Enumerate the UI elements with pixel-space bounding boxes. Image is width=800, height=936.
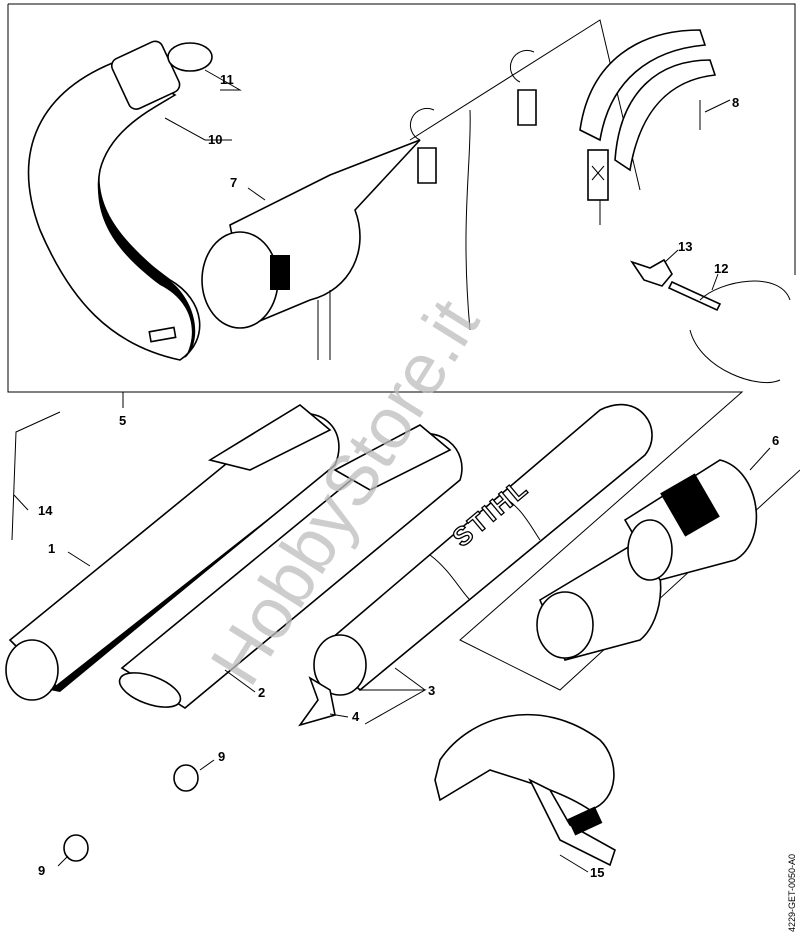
harness-strap-part [409, 19, 717, 331]
callouts: 11 10 7 8 13 12 5 6 14 1 2 3 4 9 9 15 [38, 72, 779, 880]
wing-screw-part [298, 676, 336, 727]
callout-13: 13 [678, 239, 692, 254]
callout-2: 2 [258, 685, 265, 700]
callout-10: 10 [208, 132, 222, 147]
callout-12: 12 [714, 261, 728, 276]
safety-glasses-part [434, 713, 616, 867]
callout-14: 14 [38, 503, 53, 518]
ring-9a-part [173, 764, 199, 792]
callout-5: 5 [119, 413, 126, 428]
ring-9b-part [63, 834, 89, 862]
ring-part [167, 42, 213, 72]
leader-lines [13, 69, 771, 873]
tube-with-clamp-part [201, 139, 421, 360]
hex-key-part [11, 411, 61, 541]
knob-and-screw-part [630, 258, 791, 384]
callout-11: 11 [220, 72, 234, 87]
callout-4: 4 [352, 709, 360, 724]
kit-frame [7, 3, 800, 691]
blower-tube-1-part [5, 404, 340, 701]
callout-3: 3 [428, 683, 435, 698]
callout-8: 8 [732, 95, 739, 110]
callout-15: 15 [590, 865, 604, 880]
flat-nozzle-part [118, 424, 463, 709]
callout-7: 7 [230, 175, 237, 190]
callout-9a: 9 [218, 749, 225, 764]
drawing-code: 4229-GET-0050-A0 [787, 854, 797, 932]
callout-6: 6 [772, 433, 779, 448]
nozzle-set-part [536, 459, 758, 661]
callout-9b: 9 [38, 863, 45, 878]
elbow-part [27, 40, 213, 361]
callout-1: 1 [48, 541, 55, 556]
